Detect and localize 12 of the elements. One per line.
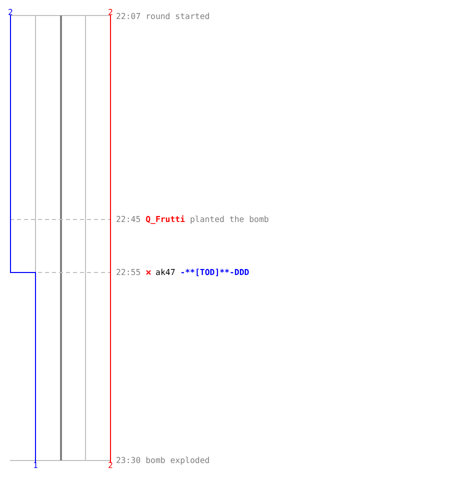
weapon-name: ak47 bbox=[156, 268, 176, 277]
player-name: Q_Frutti bbox=[146, 215, 186, 224]
time-label: 23:30 bbox=[116, 456, 141, 465]
event-text: planted the bomb bbox=[190, 215, 269, 224]
count-label: 2 bbox=[8, 8, 13, 16]
event-text: bomb exploded bbox=[146, 456, 210, 465]
time-label: 22:07 bbox=[116, 12, 141, 21]
player-name: -**[TOD]**-DDD bbox=[180, 268, 250, 277]
count-label: 2 bbox=[108, 8, 113, 16]
event-text: round started bbox=[146, 12, 210, 21]
time-label: 22:45 bbox=[116, 215, 141, 224]
time-label: 22:55 bbox=[116, 268, 141, 277]
